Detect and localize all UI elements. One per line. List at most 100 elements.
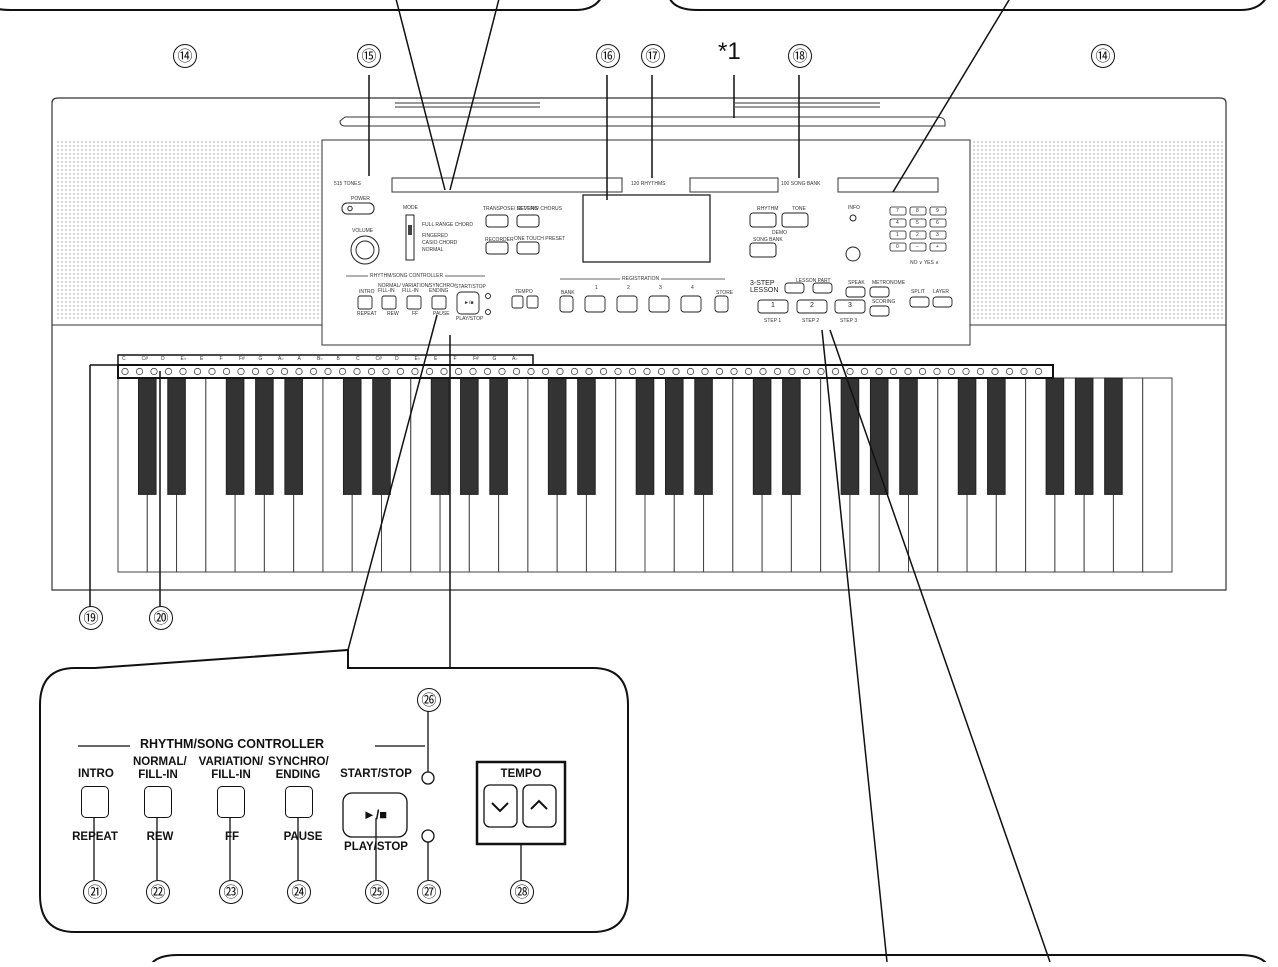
mode-label: MODE (403, 205, 418, 211)
black-key[interactable] (782, 377, 801, 495)
callout-28: ㉘ (510, 880, 534, 904)
keypad-key[interactable] (929, 242, 947, 252)
black-key[interactable] (430, 377, 450, 495)
controller-button[interactable] (357, 295, 373, 310)
black-key[interactable] (664, 377, 684, 495)
black-key[interactable] (635, 377, 655, 495)
repeat-label: REPEAT (357, 311, 377, 317)
controller-button[interactable] (381, 295, 397, 310)
led-indicator (485, 293, 491, 299)
step1-label: STEP 1 (764, 318, 782, 324)
keypad-key[interactable] (889, 242, 907, 252)
keypad-key[interactable] (909, 230, 927, 240)
detail-led-27 (422, 830, 434, 842)
registration-button[interactable] (584, 295, 606, 313)
panel-button[interactable] (932, 296, 953, 308)
step-button[interactable] (796, 299, 828, 314)
detail-box (39, 648, 629, 933)
registration-label: REGISTRATION (620, 276, 662, 282)
normal-label: NORMAL/ FILL-IN (378, 283, 401, 294)
black-key[interactable] (167, 377, 186, 495)
black-key[interactable] (577, 377, 596, 495)
tempo-button[interactable] (526, 295, 539, 309)
tone-icon (643, 367, 651, 376)
registration-button[interactable] (559, 295, 574, 313)
keypad-key[interactable] (889, 206, 907, 216)
callout-19: ⑲ (79, 606, 103, 630)
tone-icon (962, 367, 970, 376)
black-key[interactable] (694, 377, 713, 495)
keypad-key[interactable] (909, 242, 927, 252)
callout-17: ⑰ (641, 44, 665, 68)
black-key[interactable] (342, 377, 362, 495)
black-key[interactable] (752, 377, 772, 495)
panel-button[interactable] (909, 296, 930, 308)
step-button[interactable] (834, 299, 866, 314)
panel-button[interactable] (845, 286, 866, 298)
black-key[interactable] (1045, 377, 1065, 495)
tone-icon (788, 367, 796, 376)
black-key[interactable] (489, 377, 508, 495)
detail-variation-button[interactable] (217, 786, 245, 818)
note-label: B♭ (317, 356, 323, 362)
keypad-key-label: 8 (916, 208, 919, 214)
top-right-callout-box (669, 0, 1266, 11)
black-key[interactable] (957, 377, 977, 495)
panel-button[interactable] (869, 286, 890, 298)
black-key[interactable] (255, 377, 274, 495)
tone-icon (425, 367, 434, 376)
black-key[interactable] (460, 377, 479, 495)
start-stop-button[interactable] (456, 291, 480, 315)
detail-synchro-button[interactable] (285, 786, 313, 818)
keypad-key[interactable] (929, 206, 947, 216)
rhythm-label: RHYTHM (757, 206, 779, 212)
tempo-button[interactable] (511, 295, 524, 309)
keypad-key[interactable] (909, 218, 927, 228)
black-key[interactable] (1074, 377, 1094, 495)
tone-icon (889, 367, 898, 376)
registration-button[interactable] (680, 295, 702, 313)
leader-lines (89, 0, 1051, 963)
black-key[interactable] (547, 377, 567, 495)
white-key[interactable] (1142, 377, 1173, 573)
bottom-callout-box (148, 954, 1270, 967)
detail-startstop-button[interactable] (343, 793, 407, 837)
panel-button[interactable] (812, 282, 833, 294)
black-key[interactable] (869, 377, 889, 495)
keypad-key[interactable] (889, 218, 907, 228)
tone-icon (730, 367, 738, 376)
keypad-key[interactable] (889, 230, 907, 240)
detail-tempo-down-button[interactable] (484, 785, 517, 827)
ff-label: FF (412, 311, 419, 317)
panel-button[interactable] (784, 282, 805, 294)
black-key[interactable] (225, 377, 245, 495)
keypad-key[interactable] (909, 206, 927, 216)
controller-title-label: RHYTHM/SONG CONTROLLER (368, 273, 446, 279)
black-key[interactable] (372, 377, 391, 495)
registration-button[interactable] (616, 295, 638, 313)
black-key[interactable] (899, 377, 918, 495)
rew-label: REW (387, 311, 399, 317)
black-key[interactable] (137, 377, 157, 495)
step-3-number: 3 (848, 302, 852, 309)
black-key[interactable] (987, 377, 1006, 495)
registration-button[interactable] (648, 295, 670, 313)
black-key[interactable] (284, 377, 303, 495)
panel-button[interactable] (869, 305, 890, 317)
controller-button[interactable] (431, 295, 447, 310)
keypad-key[interactable] (929, 218, 947, 228)
controller-button[interactable] (406, 295, 422, 310)
step-button[interactable] (757, 299, 789, 314)
detail-intro-button[interactable] (81, 786, 109, 818)
keypad-key-label: 4 (896, 220, 899, 226)
scoring-label: SCORING (872, 299, 896, 305)
detail-variation-label: VARIATION/ FILL-IN (198, 756, 264, 781)
keypad-key-label: − (916, 244, 919, 250)
keypad-key[interactable] (929, 230, 947, 240)
registration-button[interactable] (714, 295, 729, 313)
black-key[interactable] (840, 377, 860, 495)
detail-tempo-up-button[interactable] (523, 785, 556, 827)
callout-18: ⑱ (788, 44, 812, 68)
black-key[interactable] (1104, 377, 1123, 495)
detail-normal-button[interactable] (144, 786, 172, 818)
